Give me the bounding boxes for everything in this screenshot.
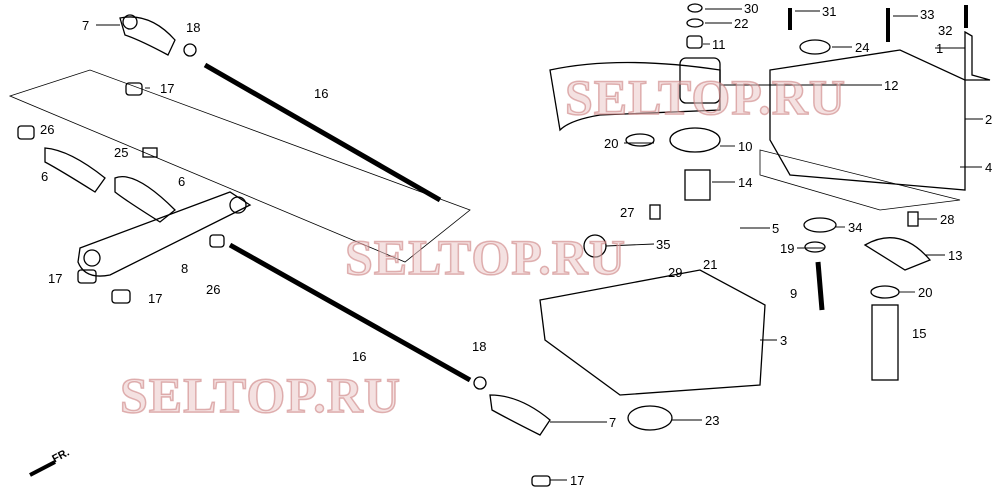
tie-rod-lower — [228, 242, 472, 383]
callout-16: 16 — [352, 349, 367, 364]
callout-10: 10 — [738, 139, 753, 154]
callout-16: 16 — [314, 86, 329, 101]
nut-18-lower — [473, 376, 487, 390]
nut-26-lower — [209, 234, 225, 248]
sector-gear-12 — [549, 61, 721, 132]
pitman-arm-8 — [77, 191, 252, 277]
watermark: SELTOP.RU — [344, 229, 626, 285]
callout-7: 7 — [82, 18, 90, 33]
pinion-14 — [684, 169, 711, 201]
callout-3: 3 — [780, 333, 788, 348]
callout-18: 18 — [472, 339, 487, 354]
callout-25: 25 — [114, 145, 129, 160]
bracket-1 — [964, 30, 991, 81]
callout-26: 26 — [40, 122, 55, 137]
callout-31: 31 — [822, 4, 837, 19]
callout-8: 8 — [181, 261, 189, 276]
callout-12: 12 — [884, 78, 899, 93]
pin-27 — [649, 204, 661, 220]
callout-29: 29 — [668, 265, 683, 280]
callout-35: 35 — [656, 237, 671, 252]
callout-2: 2 — [985, 112, 993, 127]
callout-9: 9 — [790, 286, 798, 301]
seal-20 — [625, 133, 655, 147]
callout-28: 28 — [940, 212, 955, 227]
rod-end-upper — [119, 14, 176, 56]
arm-hole-right — [229, 196, 247, 214]
callout-20: 20 — [918, 285, 933, 300]
callout-17: 17 — [160, 81, 175, 96]
housing-boss-12 — [679, 57, 721, 104]
bearing-34 — [803, 217, 837, 233]
callout-7: 7 — [609, 415, 617, 430]
cover-2 — [769, 49, 966, 191]
nut-17-bottom — [531, 475, 551, 487]
bearing-10 — [669, 127, 721, 153]
nut-17-upper — [125, 82, 143, 96]
callout-17: 17 — [570, 473, 585, 488]
nut-18-upper — [183, 43, 197, 57]
washer-19 — [804, 241, 826, 253]
washer-30 — [687, 3, 703, 13]
callout-33: 33 — [920, 7, 935, 22]
tie-rod-upper — [203, 62, 442, 203]
rod-end-lower — [489, 394, 551, 436]
callout-6: 6 — [41, 169, 49, 184]
callout-19: 19 — [780, 241, 795, 256]
callout-13: 13 — [948, 248, 963, 263]
seal-20-right — [870, 285, 900, 299]
seal-23 — [627, 405, 673, 431]
callout-21: 21 — [703, 257, 718, 272]
callout-17: 17 — [148, 291, 163, 306]
callout-22: 22 — [734, 16, 749, 31]
case-3 — [539, 269, 766, 396]
fr-arrow — [29, 460, 56, 477]
callout-14: 14 — [738, 175, 753, 190]
pin-28 — [907, 211, 919, 227]
collar-11 — [686, 35, 703, 49]
callout-26: 26 — [206, 282, 221, 297]
callout-5: 5 — [772, 221, 780, 236]
arm-hole-left — [83, 249, 101, 267]
washer-24 — [799, 39, 831, 55]
shaft-15 — [871, 304, 899, 381]
callout-27: 27 — [620, 205, 635, 220]
callout-20: 20 — [604, 136, 619, 151]
callout-30: 30 — [744, 1, 759, 16]
nut-26-upper — [17, 125, 35, 140]
callout-32: 32 — [938, 23, 953, 38]
watermark: SELTOP.RU — [119, 367, 401, 423]
leader-lines — [96, 8, 983, 481]
callout-11: 11 — [712, 37, 726, 52]
washer-22 — [686, 18, 704, 28]
callout-17: 17 — [48, 271, 63, 286]
callout-34: 34 — [848, 220, 863, 235]
gasket-4 — [759, 149, 961, 211]
callout-1: 1 — [936, 41, 944, 56]
rod-end-6-left — [44, 147, 106, 193]
bolt-25 — [142, 147, 158, 158]
frame-outline — [8, 69, 471, 263]
callout-15: 15 — [912, 326, 927, 341]
shaft-9 — [815, 261, 825, 311]
watermark: SELTOP.RU — [564, 69, 846, 125]
callout-18: 18 — [186, 20, 201, 35]
callout-24: 24 — [855, 40, 870, 55]
callout-4: 4 — [985, 160, 993, 175]
callout-23: 23 — [705, 413, 720, 428]
sector-gear-13 — [863, 237, 932, 271]
callout-6: 6 — [178, 174, 186, 189]
nut-17-left — [77, 269, 97, 284]
nut-17-lower — [111, 289, 131, 304]
